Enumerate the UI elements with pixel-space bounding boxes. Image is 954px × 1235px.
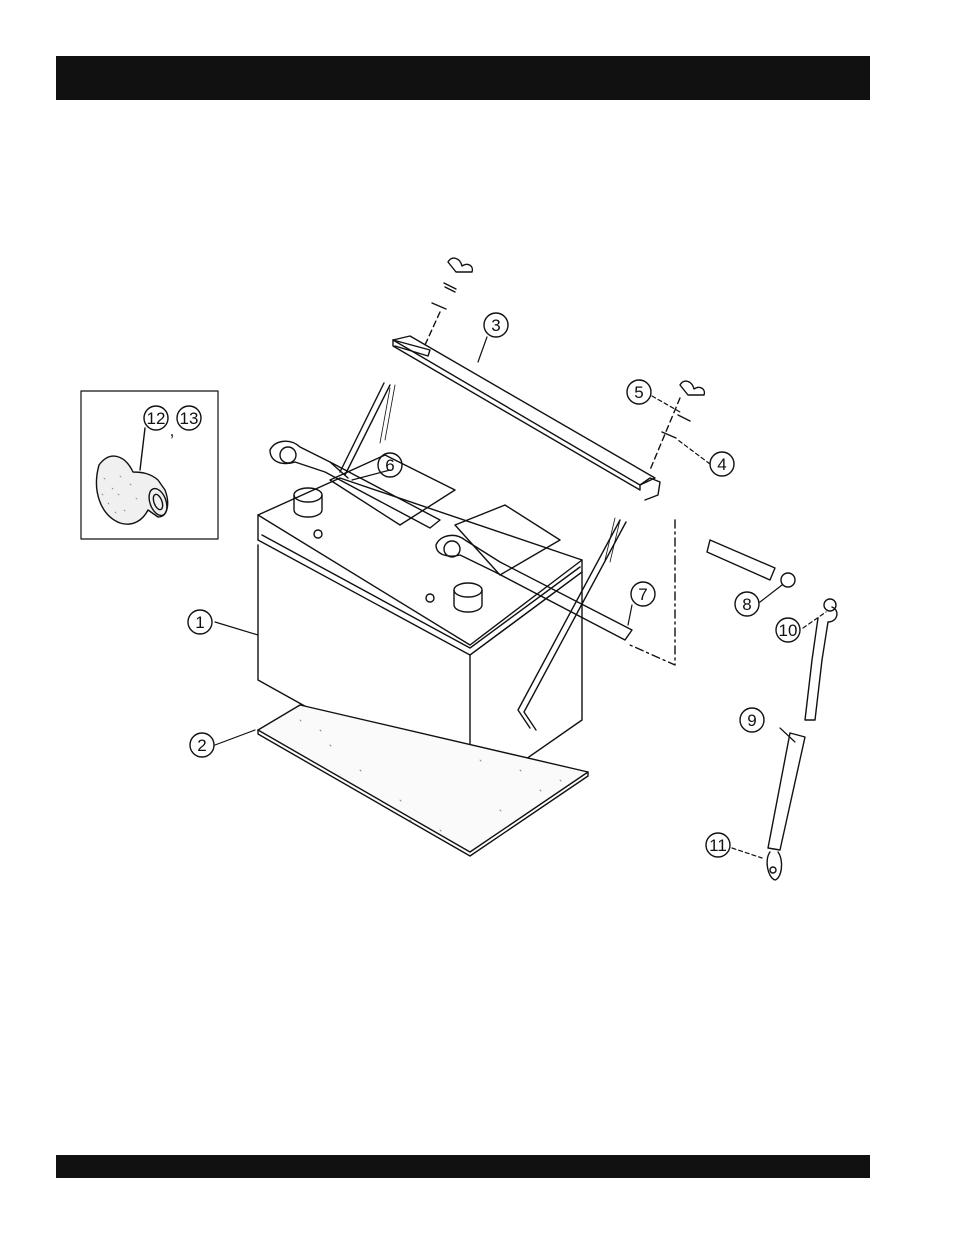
svg-text:8: 8: [742, 595, 751, 614]
callout-5: 5: [627, 380, 651, 404]
callout-6: 6: [378, 453, 402, 477]
callout-10: 10: [776, 618, 800, 642]
battery-mat: [258, 705, 588, 856]
svg-text:1: 1: [195, 613, 204, 632]
svg-text:7: 7: [638, 585, 647, 604]
svg-text:4: 4: [717, 455, 726, 474]
callout-7: 7: [631, 582, 655, 606]
callout-13: 13: [177, 406, 201, 430]
callout-8: 8: [735, 592, 759, 616]
callout-3: 3: [484, 313, 508, 337]
connection-line: [630, 520, 675, 665]
svg-text:5: 5: [634, 383, 643, 402]
svg-text:10: 10: [779, 621, 798, 640]
callout-4: 4: [710, 452, 734, 476]
hold-down-bar: [393, 336, 660, 500]
callout-11: 11: [706, 833, 730, 857]
callout-9: 9: [740, 708, 764, 732]
callout-2: 2: [190, 733, 214, 757]
wing-nuts-and-washers: [425, 258, 704, 470]
svg-text:13: 13: [180, 409, 199, 428]
svg-text:6: 6: [385, 456, 394, 475]
cable-parts: [707, 540, 837, 880]
svg-text:12: 12: [147, 409, 166, 428]
callout-separator: ,: [170, 421, 175, 440]
svg-text:11: 11: [709, 836, 727, 855]
svg-text:2: 2: [197, 736, 206, 755]
svg-text:9: 9: [747, 711, 756, 730]
callout-12: 12: [144, 406, 168, 430]
svg-text:3: 3: [491, 316, 500, 335]
callout-1: 1: [188, 610, 212, 634]
